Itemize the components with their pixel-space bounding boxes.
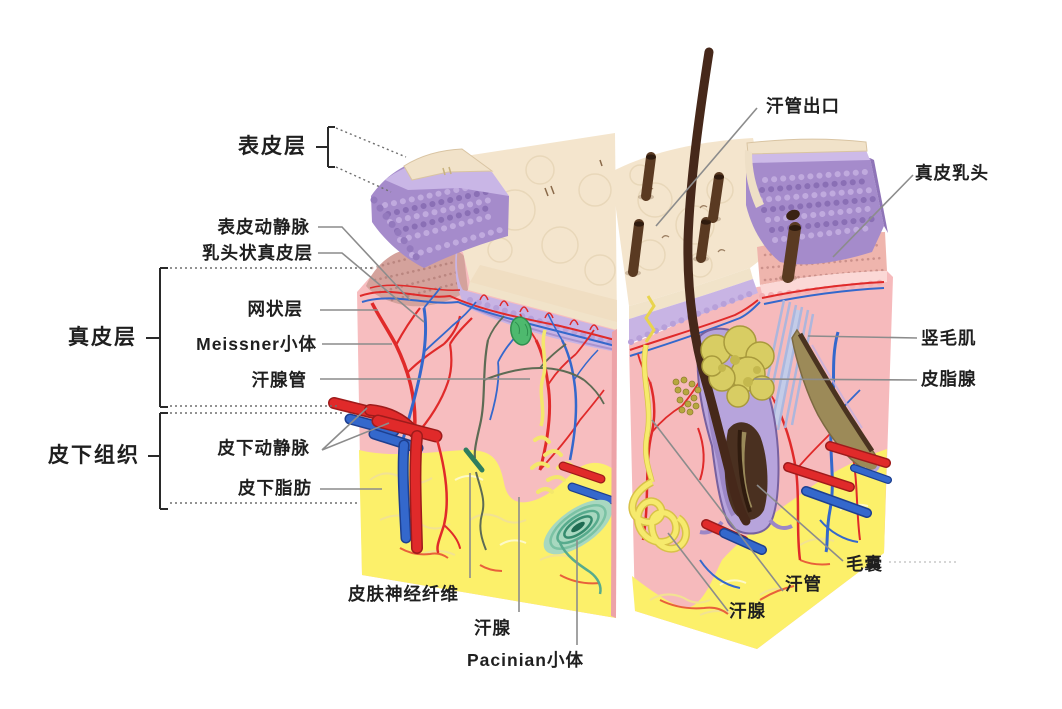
- sebaceous-gland-illustration: [700, 325, 775, 408]
- epidermis-flap-right: [744, 138, 888, 265]
- nerve-segment-teal: [463, 447, 485, 473]
- fat-capillaries-right: [659, 559, 831, 615]
- label-skin-nerve-fiber: 皮肤神经纤维: [348, 584, 459, 604]
- surface-pores: [544, 159, 603, 197]
- fat-border-vessel-tubes: [701, 441, 892, 555]
- label-subcutaneous-tissue: 皮下组织: [48, 444, 140, 467]
- label-sweat-gland-right: 汗腺: [729, 601, 766, 621]
- leader-dermal-papilla: [832, 174, 914, 258]
- label-pacinian-corpuscle: Pacinian小体: [467, 650, 584, 670]
- pacinian-corpuscle-illustration: [543, 499, 613, 595]
- label-hair-follicle: 毛囊: [846, 554, 883, 574]
- bracket-epidermis: [316, 126, 335, 168]
- leader-sweat-duct-outlet: [655, 107, 758, 227]
- dotted-guides: [170, 127, 407, 504]
- leader-lines: [318, 107, 918, 645]
- label-sweat-gland-duct: 汗腺管: [251, 370, 307, 390]
- label-papillary-dermis: 乳头状真皮层: [202, 243, 313, 263]
- label-sweat-duct-outlet: 汗管出口: [766, 96, 840, 116]
- dermal-vessels-left: [359, 284, 616, 471]
- leader-sebaceous-gland: [753, 378, 918, 381]
- leader-sweat-duct: [651, 419, 784, 592]
- meissner-corpuscle-illustration: [510, 316, 532, 346]
- leader-hair-follicle: [756, 484, 844, 562]
- second-hair-follicle: [791, 328, 881, 474]
- hair-stubs: [625, 152, 801, 283]
- label-subcutaneous-fat: 皮下脂肪: [238, 478, 312, 498]
- layer-brackets: [146, 126, 335, 510]
- label-meissner-corpuscle: Meissner小体: [196, 334, 317, 354]
- label-sweat-duct: 汗管: [785, 574, 822, 594]
- label-epidermal-vessels: 表皮动静脉: [217, 217, 310, 237]
- label-sebaceous-gland: 皮脂腺: [921, 369, 977, 389]
- leader-epidermal-vessels: [318, 226, 411, 301]
- leader-subcutaneous-vessels: [321, 407, 390, 451]
- bracket-subcutaneous: [148, 412, 168, 510]
- label-sweat-gland-left: 汗腺: [474, 618, 511, 638]
- label-arrector-pili: 竖毛肌: [921, 328, 977, 348]
- fat-capillaries: [399, 547, 601, 585]
- label-reticular-layer: 网状层: [247, 299, 303, 319]
- hair-shaft: [683, 47, 751, 526]
- leader-sweat-gland-right: [667, 532, 729, 612]
- nerve-fibers-left: [473, 315, 605, 551]
- label-dermis-layer: 真皮层: [68, 326, 137, 349]
- leader-arrector-pili: [807, 335, 918, 339]
- label-epidermis-layer: 表皮层: [238, 135, 307, 158]
- right-skin-block: [611, 47, 893, 649]
- left-skin-block: [328, 133, 642, 618]
- label-dermal-papilla: 真皮乳头: [915, 163, 989, 183]
- epidermis-flap-left: [370, 148, 509, 268]
- label-subcutaneous-vessels: 皮下动静脉: [217, 438, 310, 458]
- gland-cluster: [672, 376, 702, 416]
- sweat-duct-and-gland-right: [628, 295, 690, 553]
- bracket-dermis: [146, 267, 168, 408]
- leader-papillary-dermis: [318, 252, 425, 323]
